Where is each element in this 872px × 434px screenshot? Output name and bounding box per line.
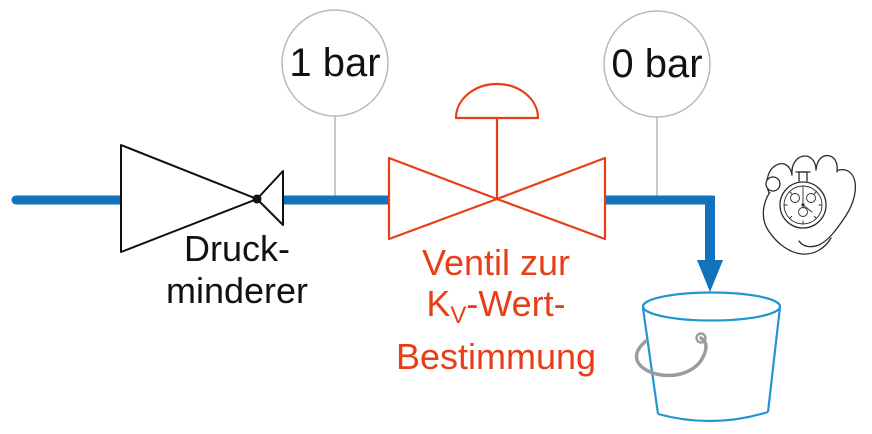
pressure-reducer-label-line1: Druck- xyxy=(184,228,290,269)
pressure-reducer-icon xyxy=(120,144,284,253)
pressure-reducer-label-line2: minderer xyxy=(165,270,309,311)
stopwatch-crown xyxy=(798,171,808,182)
outlet-pressure-gauge-icon xyxy=(603,10,711,118)
inlet-gauge-value: 1 bar xyxy=(289,40,381,85)
outlet-gauge-label-box: 0 bar xyxy=(604,11,710,117)
hand-holding-stopwatch-icon xyxy=(762,154,857,255)
test-valve-label: Ventil zur KV-Wert- Bestimmung xyxy=(356,242,636,377)
stopwatch-ticks xyxy=(783,186,823,225)
kv-symbol: K xyxy=(426,283,451,324)
test-valve-label-line2: KV-Wert- xyxy=(356,283,636,336)
bucket-rim xyxy=(641,291,782,322)
kv-suffix: -Wert- xyxy=(466,283,566,324)
valve-actuator-dome xyxy=(454,82,540,120)
hand-finger-3 xyxy=(815,154,838,173)
test-valve-label-line3: Bestimmung xyxy=(395,336,597,377)
flow-arrow-icon xyxy=(697,260,723,292)
outlet-gauge-value: 0 bar xyxy=(611,41,703,86)
stopwatch-subdial-right xyxy=(806,193,816,203)
hand-finger-2 xyxy=(791,155,817,176)
bucket-bottom xyxy=(657,410,769,423)
test-valve-icon xyxy=(387,82,607,241)
bucket-side-left xyxy=(641,307,660,415)
pressure-reducer-seat xyxy=(256,170,284,226)
bucket-handle xyxy=(634,336,708,378)
valve-body-left xyxy=(387,156,499,241)
stopwatch-subdial-bottom xyxy=(798,207,808,217)
pressure-reducer-body xyxy=(120,144,258,253)
bucket-side-right xyxy=(766,306,782,413)
stopwatch-hand-second xyxy=(802,204,813,213)
bucket-icon xyxy=(634,291,782,423)
hand-thumb xyxy=(798,168,857,248)
inlet-pressure-gauge-icon xyxy=(281,9,389,117)
kv-subscript: V xyxy=(450,302,467,329)
stopwatch-subdial-left xyxy=(790,193,800,203)
bucket-handle-loop xyxy=(695,332,707,344)
stopwatch-center-post xyxy=(801,203,805,207)
valve-body-right xyxy=(495,156,607,241)
test-valve-label-line1: Ventil zur xyxy=(421,242,571,283)
stopwatch-side-button xyxy=(765,176,781,192)
pressure-reducer-pivot-dot xyxy=(252,194,262,204)
pressure-reducer-label: Druck- minderer xyxy=(127,228,347,312)
inlet-gauge-label-box: 1 bar xyxy=(282,10,388,116)
